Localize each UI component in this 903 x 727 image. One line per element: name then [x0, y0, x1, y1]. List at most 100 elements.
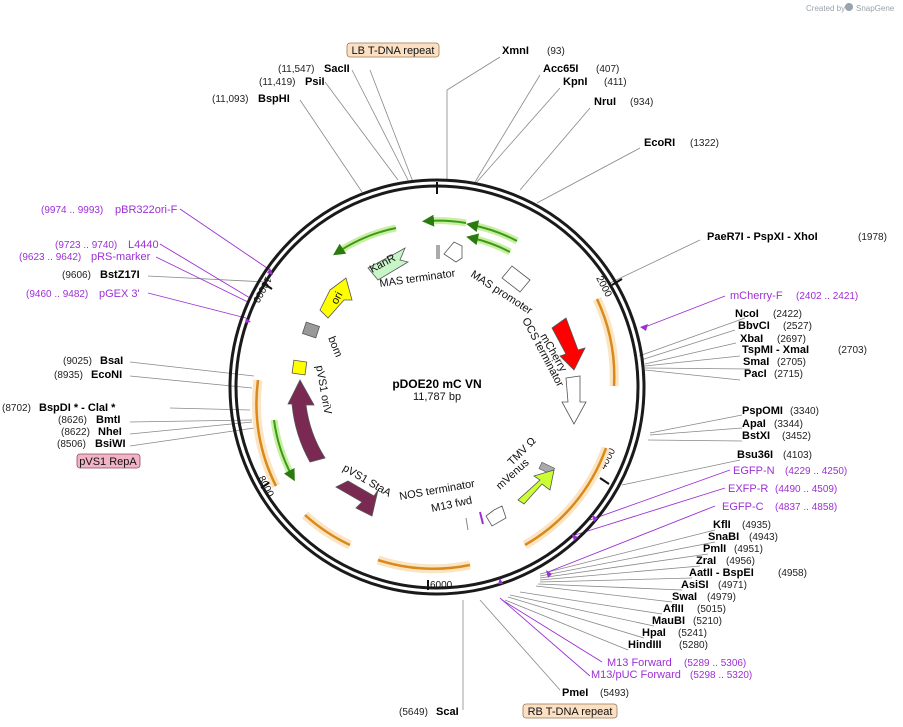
primer-position: (4229 .. 4250)	[785, 466, 847, 477]
site-name: NcoI	[735, 308, 759, 320]
site-name: BstZ17I	[100, 269, 140, 281]
site-name: BsiWI	[95, 438, 126, 450]
pvs1-staa-arrow	[335, 480, 379, 517]
primer-name: M13/pUC Forward	[591, 669, 681, 681]
site-position: (8626)	[58, 415, 87, 426]
site-name: AatII - BspEI	[689, 567, 754, 579]
site-position: (2703)	[838, 345, 867, 356]
bom-box	[301, 321, 321, 339]
site-position: (4979)	[707, 592, 736, 603]
site-name: EcoRI	[644, 137, 675, 149]
primer-name: EGFP-N	[733, 465, 775, 477]
site-name: ScaI	[436, 706, 459, 718]
primer-position: (9723 .. 9740)	[55, 240, 117, 251]
site-position: (2715)	[774, 369, 803, 380]
site-position: (3340)	[790, 406, 819, 417]
plasmid-name: pDOE20 mC VN	[392, 377, 481, 391]
lb-repeat-label: LB T-DNA repeat	[346, 42, 440, 58]
site-name: ZraI	[696, 555, 716, 567]
m13-fwd-tick	[465, 517, 469, 531]
restriction-site-labels: XmnI (93) Acc65I (407) KpnI (411) NruI (…	[2, 45, 887, 718]
site-name: MauBI	[652, 615, 685, 627]
primer-name: EXFP-R	[728, 483, 768, 495]
created-by-text: Created by	[806, 4, 845, 13]
primer-name: L4440	[128, 239, 159, 251]
site-position: (1978)	[858, 232, 887, 243]
site-name: PacI	[744, 368, 767, 380]
ori-arrow	[319, 277, 353, 319]
site-position: (11,093)	[212, 94, 249, 105]
site-name: KpnI	[563, 76, 587, 88]
primer-position: (9974 .. 9993)	[41, 205, 103, 216]
primer-position: (2402 .. 2421)	[796, 291, 858, 302]
site-position: (5015)	[697, 604, 726, 615]
rb-repeat-label: RB T-DNA repeat	[522, 703, 618, 719]
primer-position: (5289 .. 5306)	[684, 658, 746, 669]
site-position: (3344)	[774, 419, 803, 430]
site-position: (11,547)	[278, 64, 315, 75]
primer-name: M13 Forward	[607, 657, 672, 669]
site-name: HpaI	[642, 627, 666, 639]
site-name: Bsu36I	[737, 449, 773, 461]
site-position: (8622)	[61, 427, 90, 438]
feature-label-m13-fwd: M13 fwd	[430, 495, 473, 515]
site-name: Acc65I	[543, 63, 578, 75]
pvs1-repa-text: pVS1 RepA	[79, 456, 137, 468]
site-position: (9606)	[62, 270, 91, 281]
site-leader-lines	[129, 56, 751, 710]
site-position: (407)	[596, 64, 619, 75]
tick-label-2000: 2000	[593, 274, 613, 299]
backbone-outer-ring	[228, 178, 646, 596]
primer-position: (5298 .. 5320)	[690, 670, 752, 681]
snapgene-logo-icon	[845, 3, 853, 11]
site-name: BbvCI	[738, 320, 770, 332]
site-name: TspMI - XmaI	[742, 344, 809, 356]
primer-position: (9623 .. 9642)	[19, 252, 81, 263]
mas-promoter-arrow	[443, 241, 463, 263]
site-position: (411)	[604, 77, 627, 88]
site-position: (4956)	[726, 556, 755, 567]
green-feature-arrows	[270, 214, 519, 482]
site-name: PsiI	[305, 76, 325, 88]
site-name: PmlI	[703, 543, 726, 555]
rb-repeat-text: RB T-DNA repeat	[528, 706, 613, 718]
site-position: (8506)	[57, 439, 86, 450]
mcherry-arrow	[551, 317, 586, 371]
primer-name: EGFP-C	[722, 501, 764, 513]
site-position: (5210)	[693, 616, 722, 627]
primer-name: pGEX 3'	[99, 288, 140, 300]
site-name: NruI	[594, 96, 616, 108]
site-name: XmnI	[502, 45, 529, 57]
site-position: (11,419)	[259, 77, 296, 88]
site-position: (4103)	[783, 450, 812, 461]
m13-fwd-mark	[479, 511, 484, 525]
site-name: AsiSI	[681, 579, 709, 591]
primer-position: (4490 .. 4509)	[775, 484, 837, 495]
primer-position: (4837 .. 4858)	[775, 502, 837, 513]
site-position: (4951)	[734, 544, 763, 555]
kanr-arrow	[367, 247, 410, 281]
site-position: (4958)	[778, 568, 807, 579]
site-name: BstXI	[742, 430, 770, 442]
site-name: SnaBI	[708, 531, 739, 543]
lb-repeat-text: LB T-DNA repeat	[352, 45, 435, 57]
site-name: SwaI	[672, 591, 697, 603]
site-name: HindIII	[628, 639, 662, 651]
site-name: NheI	[98, 426, 122, 438]
site-position: (5280)	[679, 640, 708, 651]
pvs1-oriv-box	[291, 359, 308, 376]
site-position: (5649)	[399, 707, 428, 718]
feature-label-ori: ori	[329, 290, 345, 306]
feature-label-bom: bom	[325, 335, 344, 359]
snapgene-brand: SnapGene	[856, 4, 895, 13]
tick-label-6000: 6000	[430, 580, 453, 591]
site-position: (2705)	[777, 357, 806, 368]
pvs1-repa-label: pVS1 RepA	[76, 453, 141, 469]
site-name: SacII	[324, 63, 350, 75]
site-position: (1322)	[690, 138, 719, 149]
primer-markers	[245, 268, 648, 584]
primer-name: pBR322ori-F	[115, 204, 178, 216]
site-position: (2422)	[773, 309, 802, 320]
site-position: (2697)	[777, 334, 806, 345]
site-position: (5241)	[678, 628, 707, 639]
